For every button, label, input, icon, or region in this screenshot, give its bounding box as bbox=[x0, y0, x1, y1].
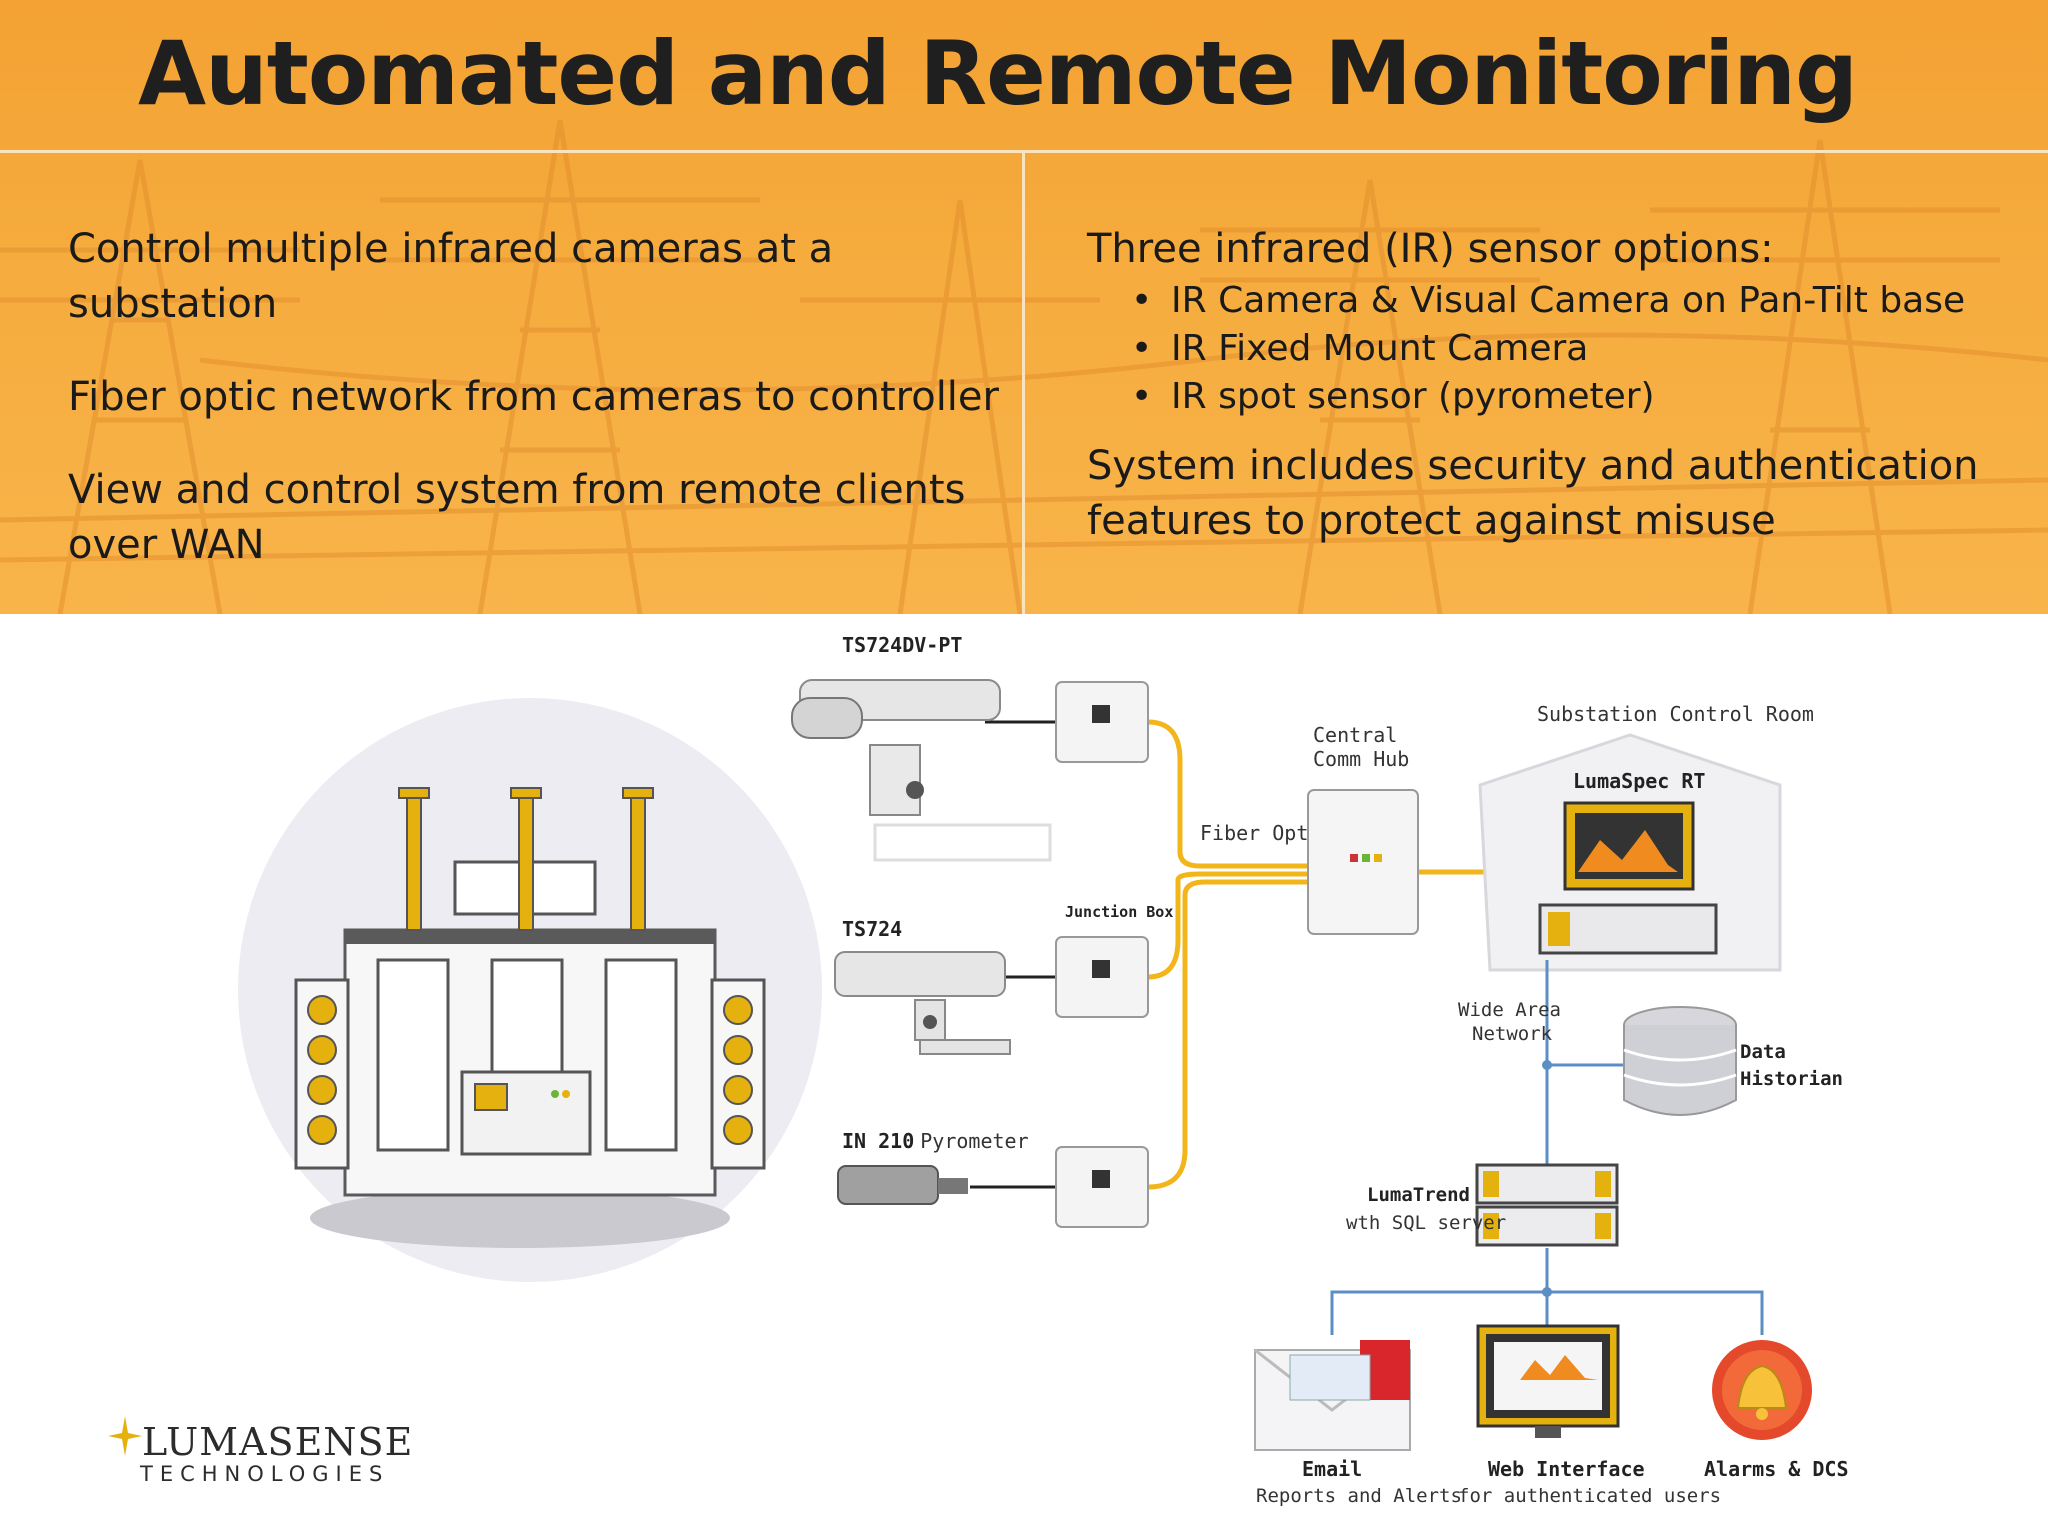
camera1-label: TS724DV-PT bbox=[842, 633, 962, 657]
point-cameras: Control multiple infrared cameras at a s… bbox=[68, 226, 834, 327]
database-icon bbox=[1623, 1006, 1737, 1116]
web-label-2: for authenticated users bbox=[1458, 1485, 1721, 1507]
transformer-illustration bbox=[238, 698, 822, 1282]
email-label-2: Reports and Alerts bbox=[1256, 1485, 1462, 1507]
web-label-1: Web Interface bbox=[1488, 1457, 1645, 1481]
junction-box-3 bbox=[1055, 1146, 1149, 1228]
star-icon bbox=[108, 1416, 142, 1456]
column-divider bbox=[1022, 153, 1025, 614]
fixed-mount-camera bbox=[834, 951, 1011, 1055]
left-column: Control multiple infrared cameras at a s… bbox=[68, 222, 1018, 573]
control-room-building bbox=[1478, 733, 1782, 972]
historian-label-1: Data bbox=[1740, 1041, 1786, 1063]
page-title: Automated and Remote Monitoring bbox=[138, 22, 1858, 125]
junction-box-2 bbox=[1055, 936, 1149, 1018]
wan-label-1: Wide Area bbox=[1458, 999, 1561, 1021]
email-label-1: Email bbox=[1302, 1457, 1362, 1481]
bell-icon bbox=[1712, 1340, 1812, 1440]
central-comm-hub bbox=[1307, 789, 1419, 935]
hub-label-1: Central bbox=[1313, 723, 1397, 747]
list-item: IR Fixed Mount Camera bbox=[1131, 325, 2047, 373]
right-column: Three infrared (IR) sensor options: IR C… bbox=[1087, 222, 2047, 549]
fiber-lines bbox=[1147, 719, 1495, 1190]
lumatrend-label-1: LumaTrend bbox=[1367, 1184, 1470, 1206]
email-icon bbox=[1254, 1340, 1411, 1451]
sensor-options-heading: Three infrared (IR) sensor options: bbox=[1087, 226, 1774, 272]
server-icon bbox=[1475, 1163, 1619, 1247]
header-banner: Automated and Remote Monitoring Control … bbox=[0, 0, 2048, 614]
list-item: IR spot sensor (pyrometer) bbox=[1131, 373, 2047, 421]
list-item: IR Camera & Visual Camera on Pan-Tilt ba… bbox=[1131, 277, 2047, 325]
junction-box-1 bbox=[1055, 681, 1149, 763]
logo-sub: TECHNOLOGIES bbox=[140, 1462, 390, 1486]
lumatrend-label-2: wth SQL server bbox=[1346, 1212, 1506, 1234]
wan-label-2: Network bbox=[1472, 1023, 1553, 1045]
lumaspec-label: LumaSpec RT bbox=[1573, 769, 1705, 793]
control-room-label: Substation Control Room bbox=[1537, 702, 1814, 726]
hub-label-2: Comm Hub bbox=[1313, 747, 1409, 771]
sensor-options-list: IR Camera & Visual Camera on Pan-Tilt ba… bbox=[1131, 277, 2047, 421]
pyrometer-sensor bbox=[837, 1165, 968, 1205]
network-node bbox=[1542, 1060, 1552, 1070]
monitor-icon bbox=[1476, 1324, 1620, 1438]
historian-label-2: Historian bbox=[1740, 1068, 1843, 1090]
pan-tilt-camera bbox=[791, 679, 1052, 862]
network-node bbox=[1542, 1287, 1552, 1297]
junction-box-label: Junction Box bbox=[1065, 903, 1173, 921]
logo-name: LUMASENSE bbox=[142, 1420, 414, 1464]
camera2-label: TS724 bbox=[842, 917, 902, 941]
alarm-label: Alarms & DCS bbox=[1704, 1457, 1849, 1481]
point-fiber: Fiber optic network from cameras to cont… bbox=[68, 374, 999, 420]
point-security: System includes security and authenticat… bbox=[1087, 443, 1979, 544]
point-remote: View and control system from remote clie… bbox=[68, 467, 966, 568]
header-divider bbox=[0, 150, 2048, 153]
company-logo: LUMASENSE TECHNOLOGIES bbox=[108, 1416, 414, 1486]
